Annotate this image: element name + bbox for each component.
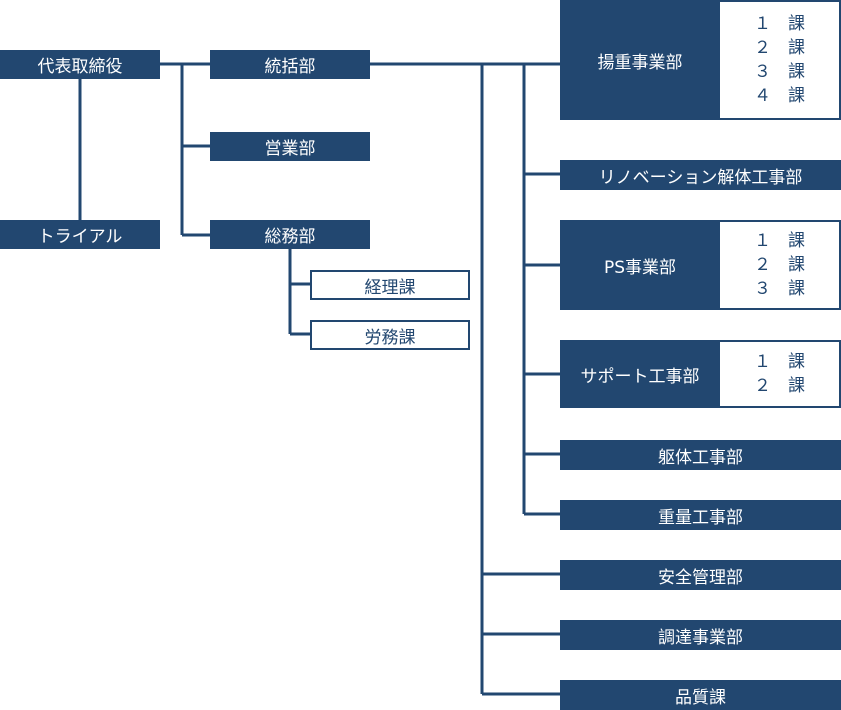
ps-sections: １ 課 ２ 課 ３ 課 (720, 222, 839, 308)
support-sections: １ 課 ２ 課 (720, 342, 839, 406)
tokatsu-label: 統括部 (264, 57, 316, 77)
ceo-box: 代表取締役 (0, 50, 160, 79)
anzen-label: 安全管理部 (658, 567, 743, 588)
somu-label: 総務部 (264, 227, 316, 247)
romu-label: 労務課 (364, 327, 416, 348)
ps-box: PS事業部 １ 課 ２ 課 ３ 課 (560, 220, 841, 310)
juryo-label: 重量工事部 (658, 507, 743, 528)
anzen-box: 安全管理部 (560, 560, 841, 590)
ps-section-2: ２ 課 (754, 255, 805, 275)
hinshitsu-label: 品質課 (675, 687, 726, 708)
romu-box: 労務課 (310, 320, 470, 350)
somu-box: 総務部 (210, 220, 370, 249)
yoju-section-2: ２ 課 (754, 38, 805, 58)
keiri-box: 経理課 (310, 270, 470, 300)
tokatsu-box: 統括部 (210, 50, 370, 79)
yoju-section-3: ３ 課 (754, 62, 805, 82)
support-section-1: １ 課 (754, 352, 805, 372)
ps-section-1: １ 課 (754, 231, 805, 251)
support-label: サポート工事部 (580, 366, 700, 387)
chotatsu-box: 調達事業部 (560, 620, 841, 650)
kutai-box: 躯体工事部 (560, 440, 841, 470)
eigyo-label: 営業部 (264, 139, 316, 159)
chotatsu-label: 調達事業部 (658, 627, 743, 648)
trial-box: トライアル (0, 220, 160, 249)
keiri-label: 経理課 (364, 277, 416, 298)
trial-label: トライアル (37, 227, 123, 247)
yoju-box: 揚重事業部 １ 課 ２ 課 ３ 課 ４ 課 (560, 0, 841, 120)
eigyo-box: 営業部 (210, 132, 370, 161)
support-box: サポート工事部 １ 課 ２ 課 (560, 340, 841, 408)
yoju-section-1: １ 課 (754, 14, 805, 34)
yoju-section-4: ４ 課 (754, 86, 805, 106)
kutai-label: 躯体工事部 (658, 447, 743, 468)
ceo-label: 代表取締役 (37, 57, 123, 77)
hinshitsu-box: 品質課 (560, 680, 841, 710)
juryo-box: 重量工事部 (560, 500, 841, 530)
renovation-label: リノベーション解体工事部 (598, 167, 803, 188)
yoju-label: 揚重事業部 (597, 52, 683, 73)
support-section-2: ２ 課 (754, 376, 805, 396)
ps-section-3: ３ 課 (754, 279, 805, 299)
ps-label: PS事業部 (603, 257, 677, 278)
yoju-sections: １ 課 ２ 課 ３ 課 ４ 課 (720, 2, 839, 118)
renovation-box: リノベーション解体工事部 (560, 160, 841, 190)
